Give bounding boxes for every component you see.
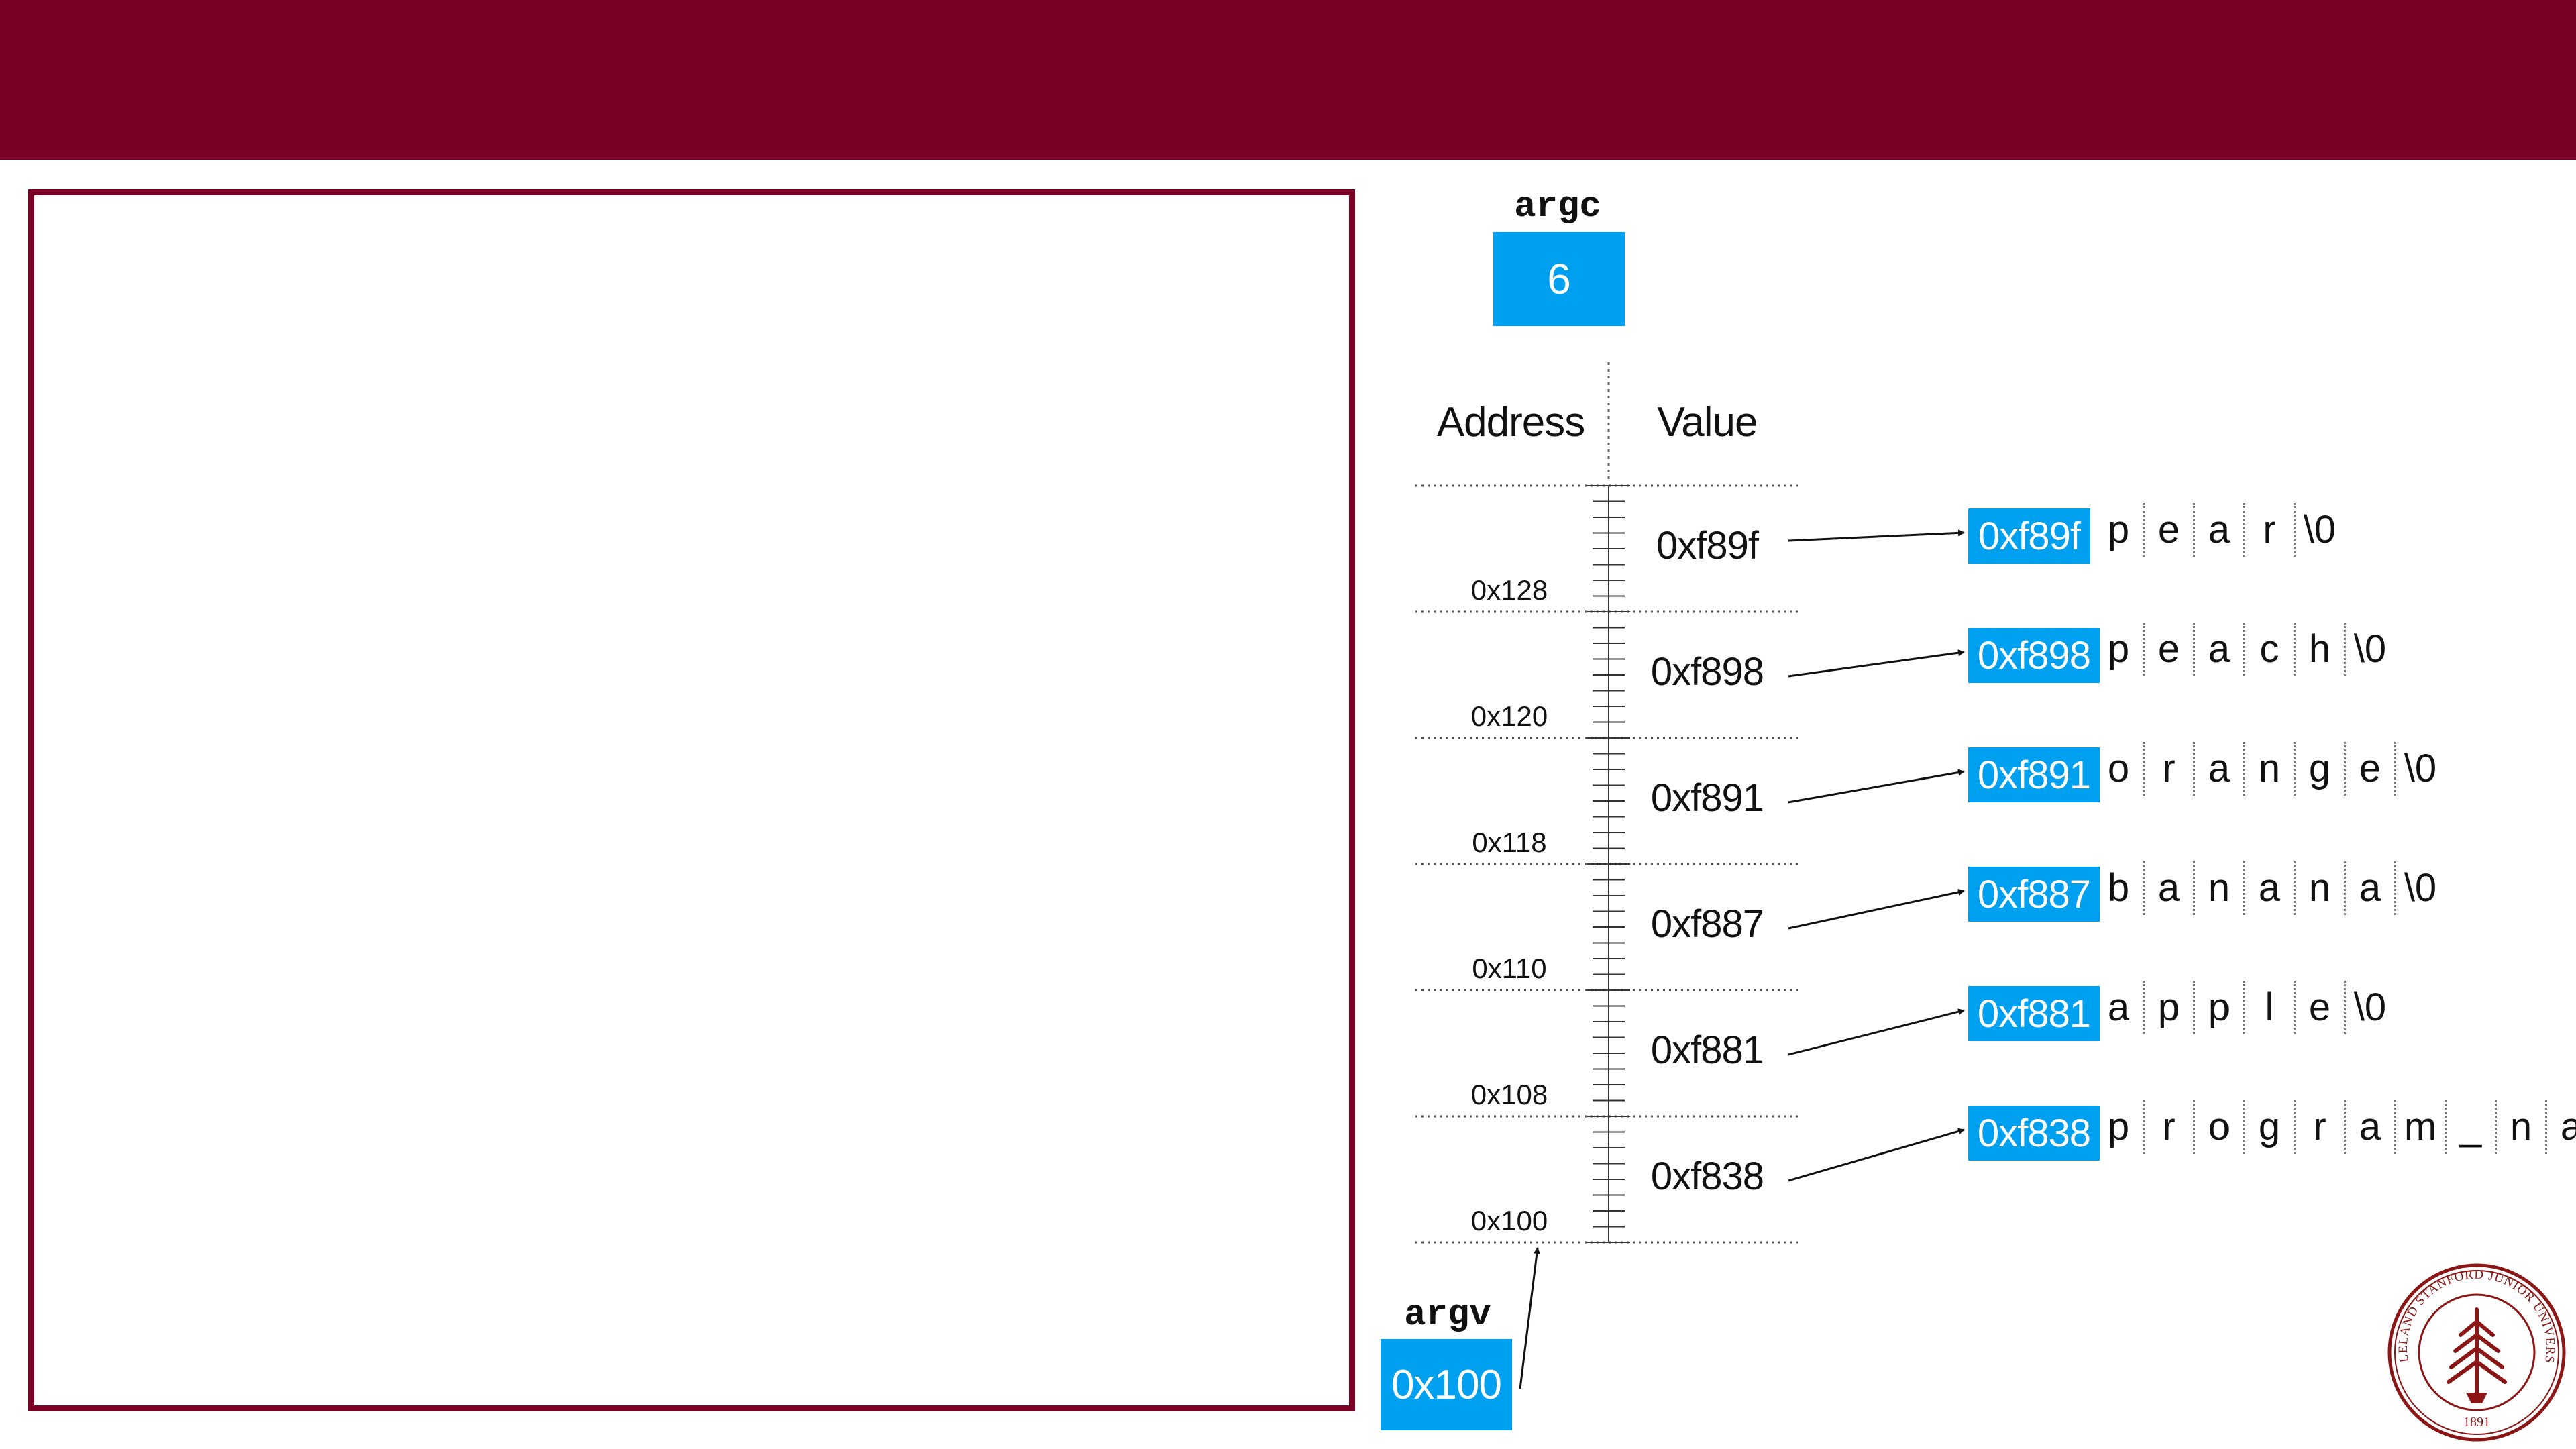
row-address: 0x100 bbox=[1470, 1205, 1548, 1236]
string-char: l bbox=[2245, 981, 2296, 1034]
string-char: \0 bbox=[2353, 985, 2387, 1029]
argc-value-box: 6 bbox=[1493, 232, 1625, 326]
string-address-box: 0xf838 bbox=[1968, 1106, 2100, 1161]
pointer-arrow bbox=[1788, 1128, 1965, 1182]
pointer-arrow bbox=[1788, 769, 1965, 804]
argc-label: argc bbox=[1514, 186, 1601, 227]
string-char: n bbox=[2245, 742, 2296, 796]
string-char: \0 bbox=[2353, 627, 2387, 671]
argv-pointer-arrow bbox=[1519, 1247, 1540, 1389]
string-char: a bbox=[2245, 861, 2296, 915]
string-char: a bbox=[2195, 742, 2245, 796]
string-char: n bbox=[2195, 861, 2245, 915]
string-char: \0 bbox=[2404, 747, 2437, 790]
string-char: a bbox=[2346, 861, 2396, 915]
string-char: a bbox=[2346, 1100, 2396, 1154]
string-char: o bbox=[2195, 1100, 2245, 1154]
string-char: \0 bbox=[2303, 508, 2337, 551]
string-char: m bbox=[2396, 1100, 2447, 1154]
string-char: a bbox=[2560, 1105, 2576, 1148]
string-char: e bbox=[2145, 623, 2195, 676]
string-char: c bbox=[2245, 623, 2296, 676]
string-char: p bbox=[2094, 623, 2145, 676]
string-char: r bbox=[2296, 1100, 2346, 1154]
string-char: n bbox=[2497, 1100, 2547, 1154]
string-char: g bbox=[2245, 1100, 2296, 1154]
row-value: 0xf89f bbox=[1656, 524, 1759, 568]
row-value: 0xf838 bbox=[1650, 1155, 1764, 1198]
string-char: p bbox=[2094, 503, 2145, 557]
row-address: 0x118 bbox=[1472, 826, 1547, 858]
string-char: g bbox=[2296, 742, 2346, 796]
pointer-arrow bbox=[1788, 1008, 1965, 1056]
string-char: r bbox=[2145, 742, 2195, 796]
string-char: a bbox=[2195, 623, 2245, 676]
string-char: a bbox=[2094, 981, 2145, 1034]
string-char: p bbox=[2195, 981, 2245, 1034]
string-address-box: 0xf898 bbox=[1968, 628, 2100, 683]
pointer-arrow bbox=[1788, 529, 1965, 542]
string-char: e bbox=[2346, 742, 2396, 796]
string-char: b bbox=[2094, 861, 2145, 915]
string-address-box: 0xf891 bbox=[1968, 747, 2100, 802]
address-column-header: Address bbox=[1436, 399, 1585, 445]
string-char: p bbox=[2094, 1100, 2145, 1154]
pointer-arrow bbox=[1788, 649, 1965, 678]
svg-text:1891: 1891 bbox=[2463, 1415, 2490, 1430]
string-char: p bbox=[2145, 981, 2195, 1034]
string-char: a bbox=[2145, 861, 2195, 915]
svg-text:LELAND STANFORD JUNIOR UNIVERS: LELAND STANFORD JUNIOR UNIVERSITY bbox=[2381, 1261, 2557, 1364]
row-value: 0xf887 bbox=[1650, 902, 1764, 946]
string-char: r bbox=[2145, 1100, 2195, 1154]
argv-label: argv bbox=[1404, 1295, 1491, 1336]
pointer-arrow bbox=[1788, 888, 1965, 930]
row-address: 0x120 bbox=[1470, 700, 1548, 732]
string-char: a bbox=[2195, 503, 2245, 557]
row-address: 0x128 bbox=[1470, 574, 1548, 606]
string-char: \0 bbox=[2404, 866, 2437, 910]
string-address-box: 0xf887 bbox=[1968, 867, 2100, 922]
value-column-header: Value bbox=[1657, 399, 1758, 445]
string-char: n bbox=[2296, 861, 2346, 915]
row-address: 0x108 bbox=[1470, 1079, 1548, 1110]
row-address: 0x110 bbox=[1472, 953, 1547, 984]
string-address-box: 0xf89f bbox=[1968, 508, 2090, 564]
string-address-box: 0xf881 bbox=[1968, 986, 2100, 1041]
row-value: 0xf881 bbox=[1650, 1028, 1764, 1072]
string-char: _ bbox=[2447, 1100, 2497, 1154]
string-char: o bbox=[2094, 742, 2145, 796]
string-char: h bbox=[2296, 623, 2346, 676]
row-value: 0xf891 bbox=[1650, 776, 1764, 820]
row-value: 0xf898 bbox=[1650, 650, 1764, 694]
string-char: r bbox=[2245, 503, 2296, 557]
string-char: e bbox=[2296, 981, 2346, 1034]
code-panel bbox=[28, 189, 1355, 1411]
university-seal: LELAND STANFORD JUNIOR UNIVERSITY 1891 bbox=[2377, 1250, 2572, 1444]
title-banner bbox=[0, 0, 2576, 160]
string-char: e bbox=[2145, 503, 2195, 557]
argv-value-box: 0x100 bbox=[1381, 1339, 1512, 1430]
